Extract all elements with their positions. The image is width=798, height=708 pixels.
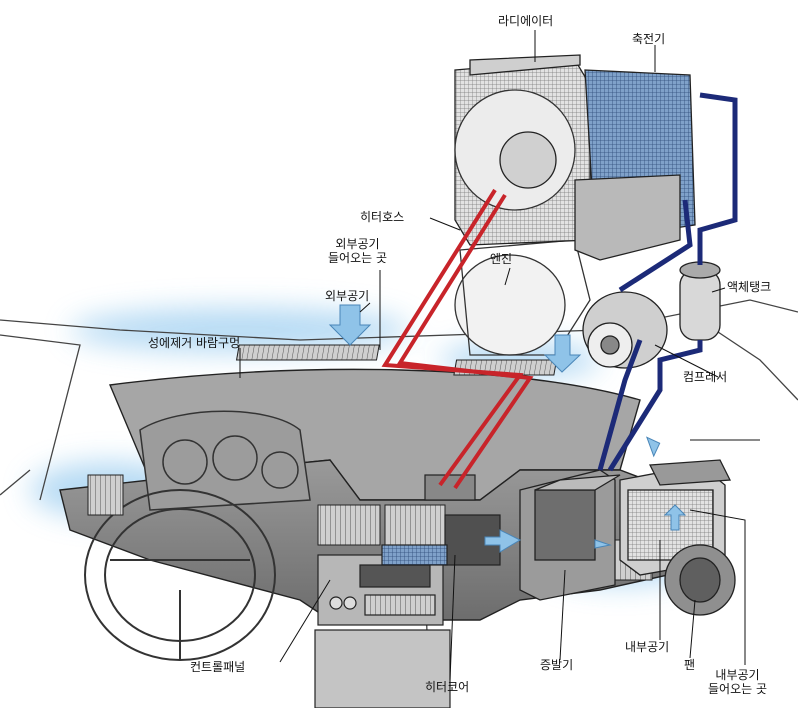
label-defrost-vent: 성에제거 바람구멍: [148, 336, 241, 350]
label-inside-air-inlet: 내부공기 들어오는 곳: [708, 668, 767, 696]
label-outside-air-inlet: 외부공기 들어오는 곳: [328, 237, 387, 265]
label-evaporator: 증발기: [540, 658, 574, 672]
center-console: [314, 554, 451, 708]
label-outside-air-inlet-line2: 들어오는 곳: [328, 251, 388, 265]
evaporator-unit: [519, 469, 621, 601]
blower-housing: [619, 459, 736, 616]
engine-block: [454, 239, 591, 356]
label-compressor: 컴프레서: [683, 370, 728, 384]
leader-lines: [239, 30, 746, 681]
label-receiver-tank: 액체탱크: [727, 280, 772, 294]
label-heater-core: 히터코어: [425, 680, 470, 694]
label-inside-air-inlet-line2: 들어오는 곳: [708, 682, 768, 696]
label-outside-air: 외부공기: [325, 289, 370, 303]
heater-hoses: [381, 188, 534, 490]
label-radiator: 라디에이터: [498, 14, 554, 28]
compressor-unit: [582, 291, 668, 369]
receiver-tank: [679, 261, 721, 341]
condenser-unit: [574, 69, 696, 261]
radiator-unit: [454, 54, 591, 246]
label-outside-air-inlet-line1: 외부공기: [335, 237, 380, 251]
dashboard-vents: [87, 344, 653, 581]
label-heater-hose: 히터호스: [360, 210, 405, 224]
label-engine: 엔진: [490, 252, 513, 266]
steering-wheel: [84, 489, 276, 661]
label-inside-air-inlet-line1: 내부공기: [715, 668, 760, 682]
air-flow-arrows: [328, 304, 687, 553]
label-inside-air: 내부공기: [625, 640, 670, 654]
label-fan: 팬: [684, 658, 696, 672]
label-control-panel: 컨트롤패널: [190, 660, 246, 674]
refrigerant-lines: [597, 92, 738, 472]
instrument-cluster: [139, 410, 311, 511]
label-condenser: 축전기: [632, 32, 666, 46]
heater-core-box: [381, 474, 501, 566]
